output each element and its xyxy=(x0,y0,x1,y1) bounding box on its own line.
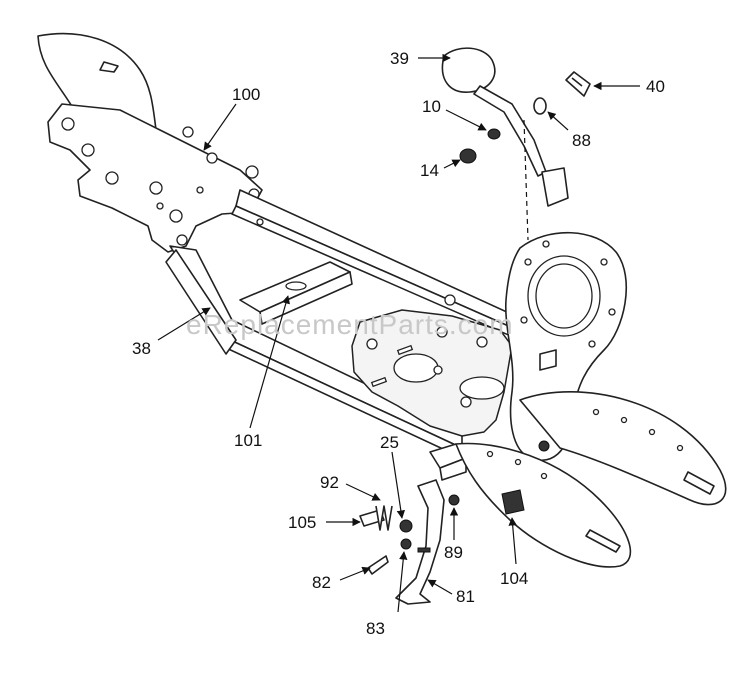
lower-mid-blade xyxy=(455,442,632,568)
lower-right-blade xyxy=(519,391,727,506)
callout-83: 83 xyxy=(366,619,385,638)
callout-82: 82 xyxy=(312,573,331,592)
callout-39: 39 xyxy=(390,49,409,68)
callout-101: 101 xyxy=(234,431,262,450)
lever-81 xyxy=(395,479,445,605)
watermark-text: eReplacementParts.com xyxy=(186,309,514,340)
callout-38: 38 xyxy=(132,339,151,358)
callouts: 39 40 10 88 14 100 38 101 92 25 105 89 8… xyxy=(132,49,665,638)
callout-105: 105 xyxy=(288,513,316,532)
callout-100: 100 xyxy=(232,85,260,104)
washer-83 xyxy=(400,538,412,550)
left-front-plate xyxy=(47,103,263,253)
spacer-89 xyxy=(448,494,460,506)
nut-14 xyxy=(459,148,477,164)
callout-89: 89 xyxy=(444,543,463,562)
spring-92 xyxy=(375,505,393,531)
pedal-assembly xyxy=(441,47,569,241)
washer-88 xyxy=(533,97,547,115)
screw-82 xyxy=(367,555,389,575)
center-plate xyxy=(351,309,513,437)
callout-88: 88 xyxy=(572,131,591,150)
callout-104: 104 xyxy=(500,569,528,588)
callout-25: 25 xyxy=(380,433,399,452)
callout-92: 92 xyxy=(320,473,339,492)
washer-10 xyxy=(487,128,501,140)
bolt-40 xyxy=(565,71,591,97)
bracket-104 xyxy=(501,489,525,515)
callout-40: 40 xyxy=(646,77,665,96)
callout-10: 10 xyxy=(422,97,441,116)
nut-25 xyxy=(399,519,413,533)
callout-14: 14 xyxy=(420,161,439,180)
leader-lines xyxy=(157,53,640,613)
callout-81: 81 xyxy=(456,587,475,606)
